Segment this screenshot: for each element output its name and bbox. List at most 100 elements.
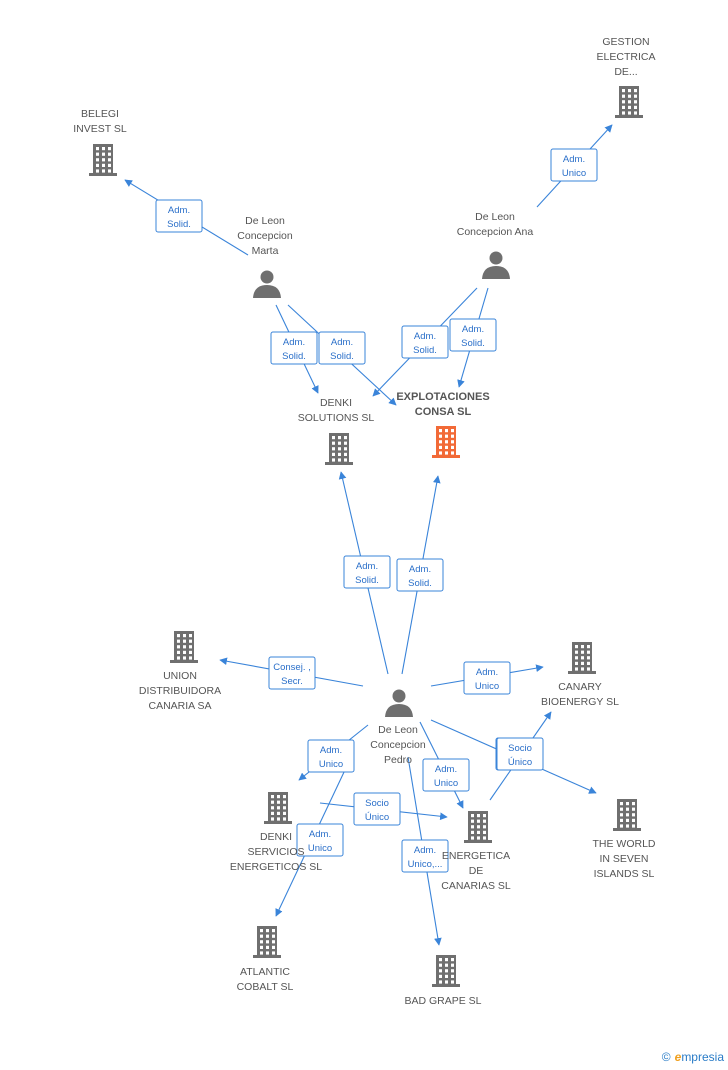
node-label-line: DE...	[614, 66, 637, 78]
node-label-line: CANARIA SA	[148, 700, 211, 712]
edge-label-text: Adm.	[563, 154, 585, 165]
edge-label-text: Adm.	[168, 205, 190, 216]
edge-label-pedro-to-denki_sol[interactable]: Adm. Solid.	[343, 555, 391, 589]
node-label-line: UNION	[163, 670, 197, 682]
edge-label-text: Socio	[508, 743, 532, 754]
building-icon	[613, 799, 641, 831]
node-gestion[interactable]: GESTIONELECTRICADE...	[597, 36, 656, 118]
edge-label-pedro-to-denki_serv[interactable]: Adm.Unico	[307, 739, 355, 773]
building-icon	[464, 811, 492, 843]
edge-label-text: Adm.	[414, 845, 436, 856]
edge-label-text: Adm.	[356, 561, 378, 572]
node-badgrape[interactable]: BAD GRAPE SL	[404, 955, 482, 1007]
edge-label-text: Adm.	[476, 667, 498, 678]
edge-label-box	[463, 661, 511, 695]
node-label-line: BELEGI	[81, 108, 119, 120]
brand-name: mpresia	[681, 1050, 724, 1064]
node-label-line: INVEST SL	[73, 123, 127, 135]
edge-label-text: Socio	[365, 798, 389, 809]
node-atlantic[interactable]: ATLANTIC COBALT SL	[237, 926, 294, 993]
edge-label-text: Secr.	[281, 676, 303, 687]
edge-label-pedro-to-explotaciones[interactable]: Adm.Solid.	[396, 558, 444, 592]
node-label-line: THE WORLD	[593, 838, 656, 850]
edge-label-marta-to-belegi[interactable]: Adm. Solid.	[155, 199, 203, 233]
edge-label-ana-to-denki_sol[interactable]: Adm.Solid.	[401, 325, 449, 359]
edge-label-pedro-to-canary[interactable]: Adm. Unico	[463, 661, 511, 695]
edge-label-text: Solid.	[413, 345, 437, 356]
edge-label-text: Solid.	[167, 219, 191, 230]
node-label-line: IN SEVEN	[599, 853, 648, 865]
node-label-line: SOLUTIONS SL	[298, 412, 375, 424]
node-label-line: Pedro	[384, 754, 412, 766]
building-icon	[432, 955, 460, 987]
edge-label-box	[155, 199, 203, 233]
edge-label-pedro-to-energetica[interactable]: Adm. Unico	[422, 758, 470, 792]
edge-label-text: Unico	[475, 681, 499, 692]
edge-labels-layer: Adm.Solid.Adm.UnicoAdm.Solid.Adm.Solid.A…	[155, 148, 598, 873]
edge-label-text: Adm.	[409, 564, 431, 575]
edge-label-box	[401, 325, 449, 359]
edge-label-box	[307, 739, 355, 773]
edge-label-text: Adm.	[435, 764, 457, 775]
node-label-line: DE	[469, 865, 484, 877]
edge-label-box	[268, 656, 316, 690]
edge-label-box	[449, 318, 497, 352]
node-label-line: De Leon	[378, 724, 418, 736]
node-world[interactable]: THE WORLD IN SEVEN ISLANDS SL	[593, 799, 656, 880]
node-label-line: De Leon	[475, 211, 515, 223]
node-label-line: Marta	[252, 245, 279, 257]
edge-label-text: Unico	[434, 778, 458, 789]
node-belegi[interactable]: BELEGI INVEST SL	[73, 108, 127, 176]
edge-label-text: Unico	[308, 843, 332, 854]
empresia-brand[interactable]: ©empresia	[662, 1050, 724, 1064]
node-label-line: EXPLOTACIONES	[396, 391, 489, 403]
person-icon	[482, 251, 510, 279]
edge-label-pedro-to-atlantic[interactable]: Adm.Unico	[296, 823, 344, 857]
brand-initial: e	[674, 1050, 682, 1064]
edge-label-box	[318, 331, 366, 365]
edge-label-text: Solid.	[282, 351, 306, 362]
node-label-line: ATLANTIC	[240, 966, 290, 978]
edge-label-text: Consej. ,	[273, 662, 311, 673]
node-label-line: BIOENERGY SL	[541, 696, 619, 708]
edge-label-marta-to-explotaciones[interactable]: Adm.Solid.	[318, 331, 366, 365]
node-label-line: COBALT SL	[237, 981, 294, 993]
edge-label-box	[422, 758, 470, 792]
edge-label-box	[353, 792, 401, 826]
building-icon	[170, 631, 198, 663]
edge-label-text: Solid.	[461, 338, 485, 349]
edge-label-text: Adm.	[320, 745, 342, 756]
node-label-line: ISLANDS SL	[594, 868, 655, 880]
edge-label-text: Solid.	[355, 575, 379, 586]
edge-label-ana-to-gestion[interactable]: Adm.Unico	[550, 148, 598, 182]
building-icon	[325, 433, 353, 465]
node-label-line: ELECTRICA	[597, 51, 656, 63]
edge-label-marta-to-denki_sol[interactable]: Adm. Solid.	[270, 331, 318, 365]
edge-label-pedro-to-union[interactable]: Consej. , Secr.	[268, 656, 316, 690]
edge-label-ana-to-explotaciones[interactable]: Adm.Solid.	[449, 318, 497, 352]
edge-label-text: Único	[365, 812, 389, 823]
edge-label-text: Adm.	[331, 337, 353, 348]
node-label-line: ENERGETICOS SL	[230, 861, 322, 873]
edge-label-text: Adm.	[283, 337, 305, 348]
edge-label-pedro-to-badgrape[interactable]: Adm.Unico,...	[401, 839, 449, 873]
building-icon	[615, 86, 643, 118]
edge-label-box	[296, 823, 344, 857]
node-label-line: Concepcion Ana	[457, 226, 534, 238]
node-label-line: BAD GRAPE SL	[404, 995, 481, 1007]
node-label-line: DENKI	[260, 831, 292, 843]
node-label-line: Concepcion	[370, 739, 426, 751]
